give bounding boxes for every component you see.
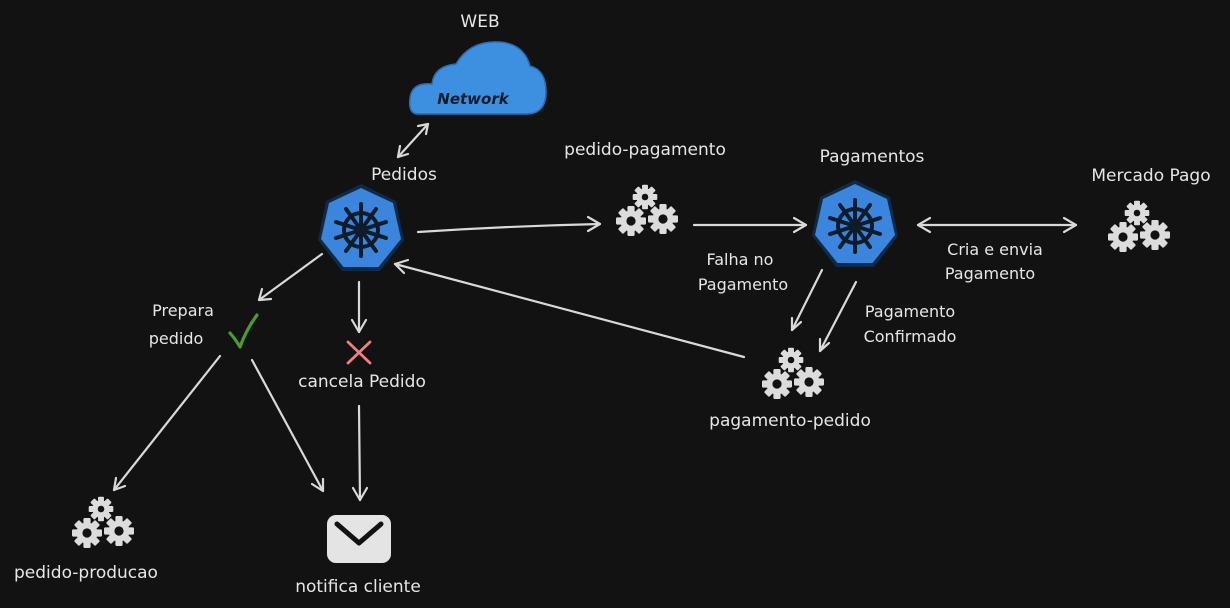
arrow-web-pedidos xyxy=(396,122,430,159)
arrow-pedidos-cancela xyxy=(350,280,368,334)
pagamento-pedido-label: pagamento-pedido xyxy=(709,411,871,431)
cancela-pedido-label: cancela Pedido xyxy=(298,372,426,392)
gears-icon xyxy=(1108,201,1170,252)
pagamentos-label: Pagamentos xyxy=(820,147,925,167)
pedido-producao-label: pedido-producao xyxy=(14,563,158,583)
kubernetes-icon xyxy=(316,182,406,273)
checkmark-icon xyxy=(228,313,259,349)
arrow-falha-pagamento xyxy=(790,268,824,332)
pagamento-confirmado-label-line2: Confirmado xyxy=(864,327,957,346)
pedido-pagamento-label: pedido-pagamento xyxy=(564,140,726,160)
arrow-prepara-producao xyxy=(112,354,222,492)
prepara-pedido-label-line1: Prepara xyxy=(152,301,214,320)
arrow-topic-pagamentos xyxy=(692,216,808,234)
arrow-cancela-notifica xyxy=(351,404,369,502)
cria-envia-label-line2: Pagamento xyxy=(945,264,1035,283)
cloud-network-label: Network xyxy=(437,90,509,108)
mercado-pago-label: Mercado Pago xyxy=(1091,166,1210,186)
kubernetes-icon xyxy=(810,178,900,269)
gears-icon xyxy=(72,497,134,548)
arrow-pedidos-topic xyxy=(416,215,602,234)
web-title: WEB xyxy=(460,12,499,32)
gears-icon xyxy=(762,348,824,399)
gears-icon xyxy=(616,185,678,236)
notifica-cliente-label: notifica cliente xyxy=(295,577,421,597)
arrow-pagamento-confirmado xyxy=(818,280,858,353)
pagamento-confirmado-label-line1: Pagamento xyxy=(865,302,955,321)
cloud-icon xyxy=(408,41,547,115)
falha-pagamento-label-line1: Falha no xyxy=(707,250,774,269)
arrow-pagamentos-mercadopago xyxy=(916,216,1078,234)
arrow-pagamento-pedido-pedidos xyxy=(393,258,746,359)
mail-icon xyxy=(327,515,391,563)
falha-pagamento-label-line2: Pagamento xyxy=(698,275,788,294)
pedidos-label: Pedidos xyxy=(371,165,437,185)
prepara-pedido-label-line2: pedido xyxy=(149,329,204,348)
arrow-pedidos-prepara xyxy=(257,252,324,302)
arrow-prepara-notifica xyxy=(250,358,325,493)
connectors xyxy=(112,122,1078,502)
cria-envia-label-line1: Cria e envia xyxy=(947,240,1043,259)
cross-icon xyxy=(346,340,372,365)
